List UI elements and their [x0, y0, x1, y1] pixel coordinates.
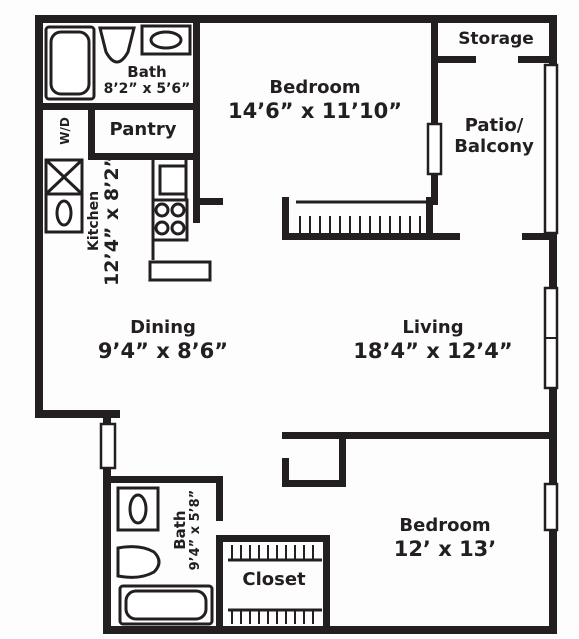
closet-rods — [228, 200, 426, 624]
bedroom-bottom-name: Bedroom — [399, 515, 491, 536]
bath-top-label: Bath 8’2” x 5’6” — [97, 63, 197, 98]
storage-label: Storage — [458, 29, 534, 49]
kitchen-fixtures — [148, 160, 212, 282]
bath-bottom-label: Bath 9’4” x 5’8” — [170, 480, 204, 580]
patio-label: Patio/ Balcony — [444, 115, 544, 157]
living-name: Living — [402, 317, 464, 338]
dining-size: 9’4” x 8’6” — [97, 338, 229, 363]
patio-line1: Patio/ — [464, 115, 524, 136]
bath-bottom-size: 9’4” x 5’8” — [188, 489, 204, 571]
bedroom-top-label: Bedroom 14’6” x 11’10” — [215, 77, 415, 123]
bath-top-fixtures — [44, 24, 192, 101]
wd-label: W/D — [58, 117, 73, 145]
living-label: Living 18’4” x 12’4” — [340, 317, 526, 363]
washer-dryer — [44, 158, 84, 234]
bath-bottom-fixtures — [116, 486, 214, 626]
bedroom-bottom-label: Bedroom 12’ x 13’ — [370, 515, 520, 561]
pantry-label: Pantry — [109, 119, 177, 140]
dining-name: Dining — [130, 317, 196, 338]
bath-top-size: 8’2” x 5’6” — [103, 81, 191, 98]
bedroom-top-size: 14’6” x 11’10” — [227, 98, 402, 123]
kitchen-label: Kitchen 12’4” x 8’2” — [86, 154, 124, 286]
kitchen-name: Kitchen — [86, 190, 103, 252]
kitchen-size: 12’4” x 8’2” — [101, 154, 124, 286]
living-size: 18’4” x 12’4” — [353, 338, 513, 363]
dining-label: Dining 9’4” x 8’6” — [88, 317, 238, 363]
bath-top-name: Bath — [127, 63, 167, 81]
bath-bottom-name: Bath — [170, 510, 189, 550]
bedroom-top-name: Bedroom — [269, 77, 361, 98]
bedroom-bottom-size: 12’ x 13’ — [393, 536, 497, 561]
closet-label: Closet — [242, 569, 306, 590]
windows — [99, 63, 559, 532]
interior-walls — [43, 23, 549, 634]
patio-line2: Balcony — [454, 135, 534, 157]
